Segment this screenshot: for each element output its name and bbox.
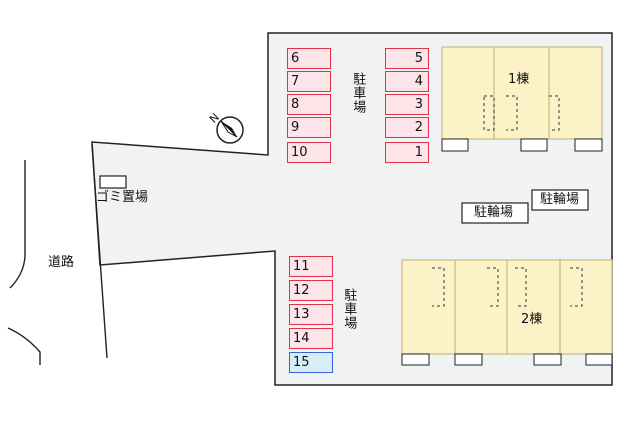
parking-space-2: 2 bbox=[385, 117, 429, 138]
parking-space-14: 14 bbox=[289, 328, 333, 349]
building-1 bbox=[441, 46, 603, 152]
parking-space-3: 3 bbox=[385, 94, 429, 115]
parking-space-13: 13 bbox=[289, 304, 333, 325]
parking-label-upper: 駐車場 bbox=[350, 72, 366, 114]
north-arrow-icon bbox=[216, 116, 244, 144]
parking-space-7: 7 bbox=[287, 71, 331, 92]
road-label: 道路 bbox=[48, 255, 75, 270]
bike-parking-boxes bbox=[461, 189, 589, 224]
parking-space-11: 11 bbox=[289, 256, 333, 277]
parking-label-lower: 駐車場 bbox=[341, 288, 357, 330]
parking-space-10: 10 bbox=[287, 142, 331, 163]
parking-space-5: 5 bbox=[385, 48, 429, 69]
bike-parking-label-2: 駐輪場 bbox=[474, 205, 514, 220]
building-1-label: 1棟 bbox=[508, 72, 530, 87]
parking-space-1: 1 bbox=[385, 142, 429, 163]
bike-parking-label-1: 駐輪場 bbox=[540, 192, 580, 207]
parking-space-12: 12 bbox=[289, 280, 333, 301]
garbage-area bbox=[99, 175, 127, 189]
road-edges bbox=[7, 144, 108, 365]
building-2 bbox=[401, 259, 613, 366]
building-2-label: 2棟 bbox=[521, 312, 543, 327]
parking-space-15: 15 bbox=[289, 352, 333, 373]
parking-space-8: 8 bbox=[287, 94, 331, 115]
parking-space-6: 6 bbox=[287, 48, 331, 69]
parking-space-9: 9 bbox=[287, 117, 331, 138]
garbage-label: ゴミ置場 bbox=[96, 190, 149, 205]
parking-space-4: 4 bbox=[385, 71, 429, 92]
